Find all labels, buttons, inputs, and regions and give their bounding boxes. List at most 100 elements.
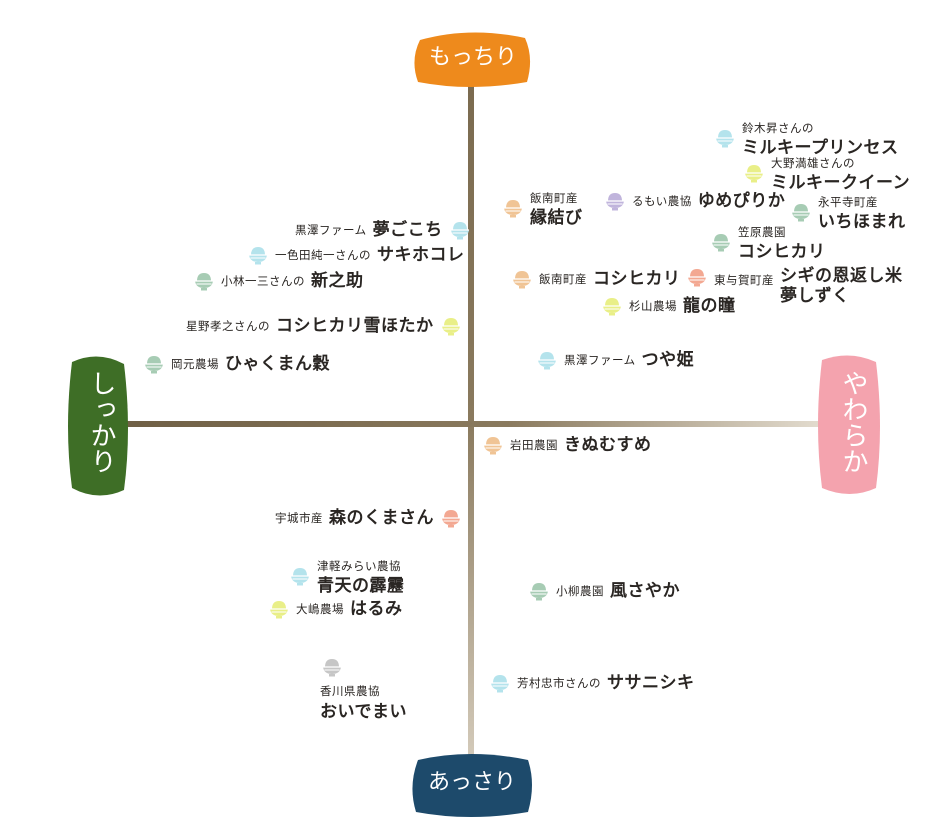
rice-bowl-icon <box>504 200 522 218</box>
axis-label-top: もっちり <box>428 45 517 70</box>
vertical-axis <box>468 70 474 770</box>
rice-bowl-icon <box>291 568 309 586</box>
variety-label: ミルキープリンセス <box>742 138 899 158</box>
producer-label: 小林一三さんの <box>221 273 305 288</box>
rice-item-iinan-enmusubi: 飯南町産 縁結び <box>502 188 583 228</box>
variety-label: コシヒカリ雪ほたか <box>276 315 434 336</box>
producer-label: 大野満雄さんの <box>771 156 855 170</box>
variety-label: きぬむすめ <box>564 434 652 455</box>
producer-label: 香川県農協 <box>320 684 380 698</box>
variety-label: サキホコレ <box>377 244 465 265</box>
rice-item-higashiyoga: 東与賀町産 シギの恩返し米 夢しずく <box>686 266 903 306</box>
rice-item-kagawa: 香川県農協 おいでまい <box>320 656 407 723</box>
producer-label: 黒澤ファーム <box>295 222 367 237</box>
rice-bowl-icon <box>145 356 163 374</box>
variety-label: ササニシキ <box>607 672 695 693</box>
rice-bowl-icon <box>450 222 469 240</box>
rice-bowl-icon <box>442 510 460 528</box>
rice-bowl-icon <box>195 273 213 291</box>
rice-item-iinan-koshi: 飯南町産 コシヒカリ <box>511 268 681 290</box>
rice-item-rumoi: るもい農協 ゆめぴりか <box>604 190 785 212</box>
rice-bowl-icon <box>716 130 734 148</box>
producer-label: 杉山農場 <box>629 298 677 313</box>
producer-label: 大嶋農場 <box>296 601 344 616</box>
rice-bowl-icon <box>513 271 531 289</box>
producer-label: 宇城市産 <box>275 510 323 525</box>
rice-item-hoshino: 星野孝之さんの コシヒカリ雪ほたか <box>186 315 462 337</box>
producer-label: 芳村忠市さんの <box>517 675 601 690</box>
rice-bowl-icon <box>249 247 267 265</box>
rice-item-oshima: 大嶋農場 はるみ <box>268 598 403 620</box>
rice-bowl-icon <box>538 352 556 370</box>
producer-label: 鈴木昇さんの <box>742 121 814 135</box>
variety-label: 新之助 <box>311 270 364 291</box>
rice-item-eiheiji: 永平寺町産 いちほまれ <box>790 192 906 232</box>
rice-bowl-icon <box>484 437 502 455</box>
rice-item-uki: 宇城市産 森のくまさん <box>275 507 462 529</box>
producer-label: 小柳農園 <box>556 583 604 598</box>
producer-label: 一色田純一さんの <box>275 247 371 262</box>
rice-item-isshiki: 一色田純一さんの サキホコレ <box>247 244 465 266</box>
rice-bowl-icon <box>530 583 548 601</box>
variety-label: おいでまい <box>320 702 407 722</box>
variety-label: コシヒカリ <box>738 242 826 262</box>
rice-bowl-icon <box>745 165 763 183</box>
variety-label: 龍の瞳 <box>683 295 736 316</box>
variety-label-2: 夢しずく <box>780 286 850 306</box>
rice-bowl-icon <box>712 234 730 252</box>
variety-label: シギの恩返し米 <box>780 266 903 286</box>
rice-item-sugiyama: 杉山農場 龍の瞳 <box>601 295 736 317</box>
rice-item-kurosawa-tsuya: 黒澤ファーム つや姫 <box>536 349 694 371</box>
rice-item-yoshimura: 芳村忠市さんの ササニシキ <box>489 672 695 694</box>
axis-bottom-badge <box>412 754 532 817</box>
producer-label: 星野孝之さんの <box>186 318 270 333</box>
variety-label: 森のくまさん <box>329 507 434 528</box>
variety-label: ミルキークイーン <box>771 173 911 193</box>
rice-bowl-icon <box>606 193 624 211</box>
variety-label: 縁結び <box>530 208 583 228</box>
variety-label: つや姫 <box>641 349 695 370</box>
variety-label: はるみ <box>350 598 403 619</box>
rice-bowl-icon <box>270 601 288 619</box>
rice-item-kobayashi: 小林一三さんの 新之助 <box>193 270 364 292</box>
axis-label-left: しっかり <box>86 370 116 474</box>
producer-label: 黒澤ファーム <box>564 352 636 367</box>
axis-top-badge <box>414 32 531 87</box>
producer-label: 飯南町産 <box>539 271 587 286</box>
producer-label: 津軽みらい農協 <box>317 559 401 573</box>
rice-bowl-icon <box>792 204 810 222</box>
variety-label: 青天の霹靂 <box>317 576 405 596</box>
producer-label: 永平寺町産 <box>818 195 878 209</box>
producer-label: 笠原農園 <box>738 225 786 239</box>
horizontal-axis <box>120 421 825 427</box>
axis-right-badge <box>818 355 880 494</box>
rice-item-oono: 大野満雄さんの ミルキークイーン <box>743 153 910 193</box>
variety-label: ひゃくまん穀 <box>225 353 330 374</box>
variety-label: ゆめぴりか <box>697 190 786 211</box>
rice-item-kasahara: 笠原農園 コシヒカリ <box>710 222 826 262</box>
rice-bowl-icon <box>491 675 509 693</box>
rice-bowl-icon <box>323 659 341 677</box>
rice-item-kurosawa-yume: 黒澤ファーム 夢ごこち <box>295 219 471 241</box>
rice-bowl-icon <box>603 298 621 316</box>
rice-item-koyanagi: 小柳農園 風さやか <box>528 580 680 602</box>
rice-item-okamoto: 岡元農場 ひゃくまん穀 <box>143 353 330 375</box>
rice-bowl-icon <box>688 269 706 287</box>
variety-label: いちほまれ <box>818 212 906 232</box>
producer-label: 飯南町産 <box>530 191 578 205</box>
variety-label: 夢ごこち <box>372 219 443 240</box>
producer-label: 岡元農場 <box>171 356 219 371</box>
producer-label: 東与賀町産 <box>714 273 774 287</box>
producer-label: 岩田農園 <box>510 437 558 452</box>
rice-item-suzuki: 鈴木昇さんの ミルキープリンセス <box>714 118 898 158</box>
axis-label-right: やわらか <box>838 370 868 474</box>
producer-label: るもい農協 <box>632 193 692 208</box>
axis-left-badge <box>68 356 128 496</box>
rice-bowl-icon <box>441 318 460 336</box>
variety-label: 風さやか <box>610 580 680 601</box>
axis-label-bottom: あっさり <box>427 770 516 795</box>
rice-item-iwata: 岩田農園 きぬむすめ <box>482 434 652 456</box>
rice-item-tsugaru: 津軽みらい農協 青天の霹靂 <box>289 556 405 596</box>
